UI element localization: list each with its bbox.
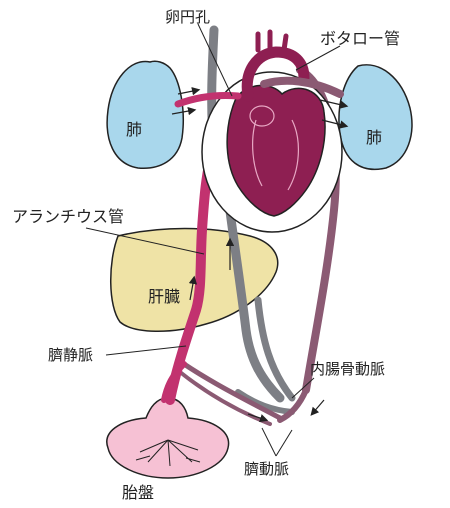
label-lung-right: 肺: [366, 128, 382, 147]
label-lung-left: 肺: [126, 120, 142, 139]
label-internal-iliac-artery: 内腸骨動脈: [310, 360, 385, 378]
lung-right: [339, 65, 412, 170]
label-umbilical-artery: 臍動脈: [244, 460, 289, 478]
lung-left: [107, 61, 183, 168]
label-umbilical-vein: 臍静脈: [48, 346, 93, 364]
label-ductus-arteriosus: ボタロー管: [320, 29, 400, 48]
label-ductus-venosus: アランチウス管: [12, 207, 124, 226]
placenta: [107, 398, 229, 478]
label-liver: 肝臓: [148, 287, 180, 306]
label-foramen-ovale: 卵円孔: [165, 8, 210, 26]
label-placenta: 胎盤: [122, 483, 154, 502]
